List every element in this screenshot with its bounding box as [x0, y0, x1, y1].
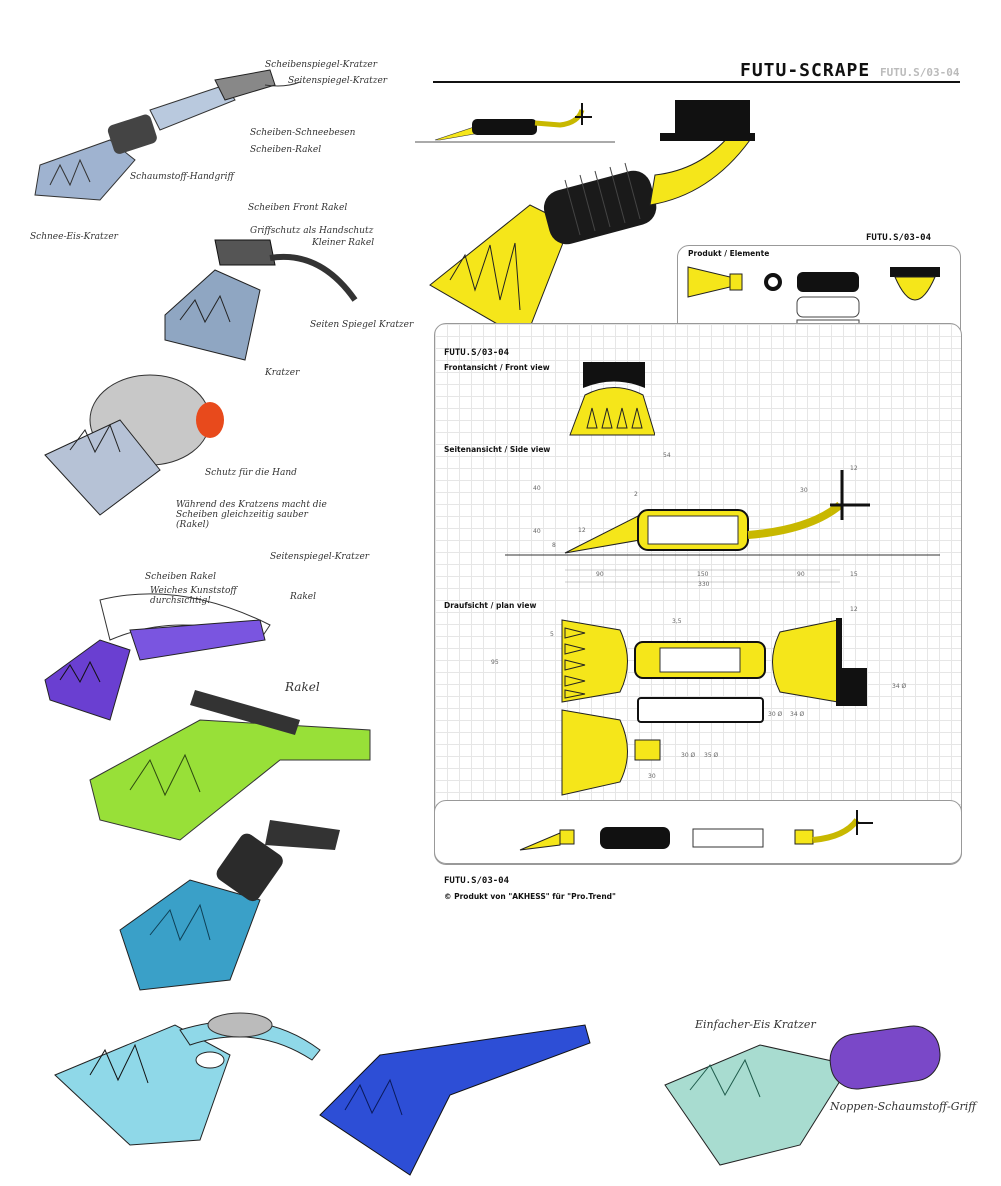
- assembly-diagram: [519, 810, 873, 851]
- title-divider: [433, 81, 960, 83]
- side-view-label: Seitenansicht / Side view: [444, 445, 551, 454]
- dim-side-30: 30: [800, 487, 808, 494]
- dim-side-150: 150: [697, 571, 709, 578]
- footer-code: FUTU.S/03-04: [444, 876, 510, 886]
- elements-title: Produkt / Elemente: [688, 249, 770, 258]
- dim-side-12a: 12: [850, 465, 858, 472]
- dim-plan-30a: 30 Ø: [768, 711, 783, 718]
- hero-render: [415, 100, 755, 341]
- dim-plan-30b: 30 Ø: [681, 752, 696, 759]
- note-snow-brush: Scheiben-Schneebesen: [250, 128, 356, 138]
- dim-side-54: 54: [663, 452, 671, 459]
- dim-plan-34a: 34 Ø: [892, 683, 907, 690]
- note-snow-ice-scraper: Schnee-Eis-Kratzer: [30, 232, 118, 242]
- note-front-squeegee: Scheiben Front Rakel: [248, 203, 348, 213]
- dim-side-330: 330: [698, 581, 710, 588]
- sketch-blue-scraper: [319, 1024, 591, 1176]
- dim-side-40b: 40: [533, 528, 541, 535]
- dim-plan-95: 95: [491, 659, 499, 666]
- note-scraper: Kratzer: [265, 368, 300, 378]
- sketch-green-scraper: [89, 690, 371, 841]
- note-squeegee-2: Rakel: [290, 592, 317, 602]
- dim-plan-30c: 30: [648, 773, 656, 780]
- dim-side-8: 8: [552, 542, 556, 549]
- dim-side-90a: 90: [596, 571, 604, 578]
- technical-drawing-panel: [434, 323, 962, 865]
- dim-plan-34b: 34 Ø: [790, 711, 805, 718]
- dim-plan-5: 5: [550, 631, 554, 638]
- dim-plan-35: 35 Ø: [704, 752, 719, 759]
- note-soft-plastic: Weiches Kunststoff durchsichtig!: [150, 586, 237, 606]
- note-hand-guard: Griffschutz als Handschutz: [250, 226, 374, 236]
- note-foam-handle: Schaumstoff-Handgriff: [130, 172, 234, 182]
- note-side-mirror-scraper: Seitenspiegel-Kratzer: [288, 76, 388, 86]
- sketch-teal-scraper: [119, 820, 340, 991]
- front-view-label: Frontansicht / Front view: [444, 363, 550, 372]
- side-view: [505, 470, 940, 583]
- note-side-mirror-3: Seitenspiegel-Kratzer: [270, 552, 370, 562]
- note-nubbed-foam-grip: Noppen-Schaumstoff-Griff: [830, 1100, 977, 1113]
- note-mirror-scraper: Scheibenspiegel-Kratzer: [265, 60, 378, 70]
- note-side-mirror-2: Seiten Spiegel Kratzer: [310, 320, 414, 330]
- elements-code: FUTU.S/03-04: [866, 233, 932, 243]
- drawing-code: FUTU.S/03-04: [444, 348, 510, 358]
- note-squeegee: Scheiben-Rakel: [250, 145, 322, 155]
- sketch-purple-scraper: [44, 593, 271, 721]
- sketch-dome-scraper: [44, 374, 224, 516]
- sketch-gray-scraper: [164, 239, 358, 361]
- sketch-column: [34, 69, 371, 991]
- front-view: [569, 362, 655, 436]
- dim-side-90b: 90: [797, 571, 805, 578]
- note-squeegee-3: Rakel: [285, 680, 320, 694]
- plan-view-label: Draufsicht / plan view: [444, 601, 537, 610]
- note-simple-ice-scraper: Einfacher-Eis Kratzer: [695, 1018, 816, 1031]
- dim-plan-12: 12: [850, 606, 858, 613]
- plan-view: [561, 618, 867, 796]
- sketch-teal-purple-scraper: [664, 1025, 941, 1166]
- dim-side-15: 15: [850, 571, 858, 578]
- sketch-lightblue-scraper: [54, 1012, 321, 1146]
- bottom-sketch-row: [54, 1012, 941, 1176]
- dim-side-12b: 12: [578, 527, 586, 534]
- page-title: FUTU-SCRAPE: [740, 60, 871, 81]
- note-small-squeegee: Kleiner Rakel: [312, 238, 375, 248]
- note-window-squeegee: Scheiben Rakel: [145, 572, 216, 582]
- dim-side-2: 2: [634, 491, 638, 498]
- page-code: FUTU.S/03-04: [880, 66, 960, 79]
- footer-credit: © Produkt von "AKHESS" für "Pro.Trend": [444, 892, 616, 901]
- sketch-steel-scraper: [34, 69, 301, 201]
- note-hand-protection: Schutz für die Hand: [205, 468, 297, 478]
- dim-side-40a: 40: [533, 485, 541, 492]
- note-cleaning: Während des Kratzens macht die Scheiben …: [176, 500, 327, 530]
- dim-plan-3-5: 3,5: [672, 618, 682, 625]
